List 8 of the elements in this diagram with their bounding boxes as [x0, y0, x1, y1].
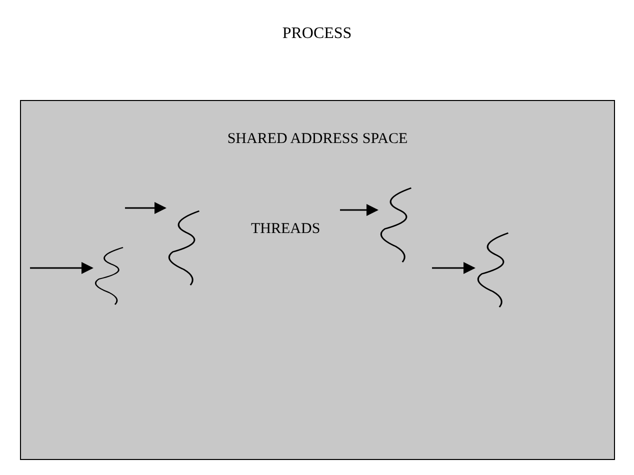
thread-label: THREADS	[251, 221, 320, 238]
arrow	[30, 262, 94, 274]
title: PROCESS	[281, 25, 353, 43]
process-box	[20, 100, 615, 460]
region-label: SHARED ADDRESS SPACE	[226, 131, 409, 148]
arrow	[125, 202, 166, 214]
arrow	[340, 204, 378, 216]
arrow	[432, 262, 476, 274]
